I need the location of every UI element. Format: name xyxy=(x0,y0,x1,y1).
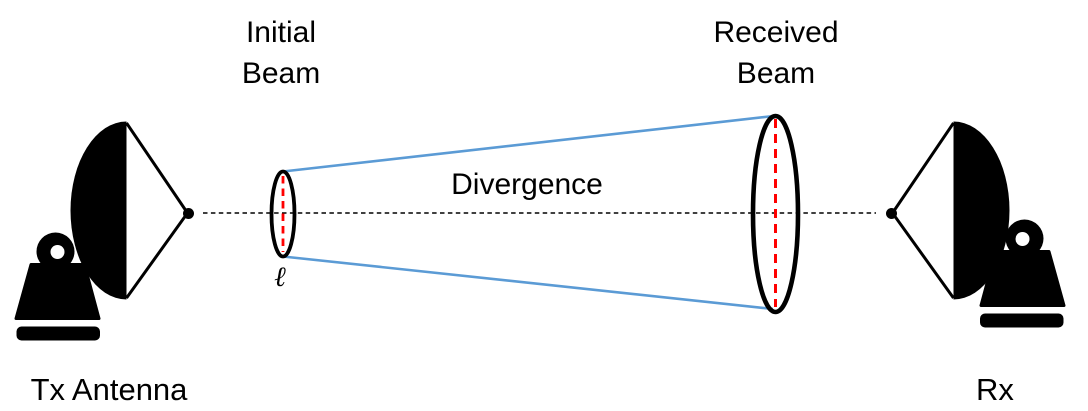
divergence-label: Divergence xyxy=(451,168,603,201)
tx-antenna-icon xyxy=(14,120,196,342)
beam-diameter-symbol: ℓ xyxy=(274,260,286,293)
tx-antenna-label: Tx Antenna xyxy=(30,372,188,407)
rx-antenna-label: Rx Antenna xyxy=(937,372,1053,411)
rx-antenna-icon xyxy=(884,120,1066,329)
tx-dish-reflector xyxy=(69,120,196,301)
beam-edge-bottom-line xyxy=(282,255,774,311)
beam-edge-top-line xyxy=(282,114,775,173)
initial-beam-ellipse xyxy=(269,169,297,259)
initial-beam-label: Initial Beam xyxy=(241,16,321,90)
received-beam-ellipse xyxy=(750,113,801,315)
received-beam-label: Received Beam xyxy=(713,16,839,90)
